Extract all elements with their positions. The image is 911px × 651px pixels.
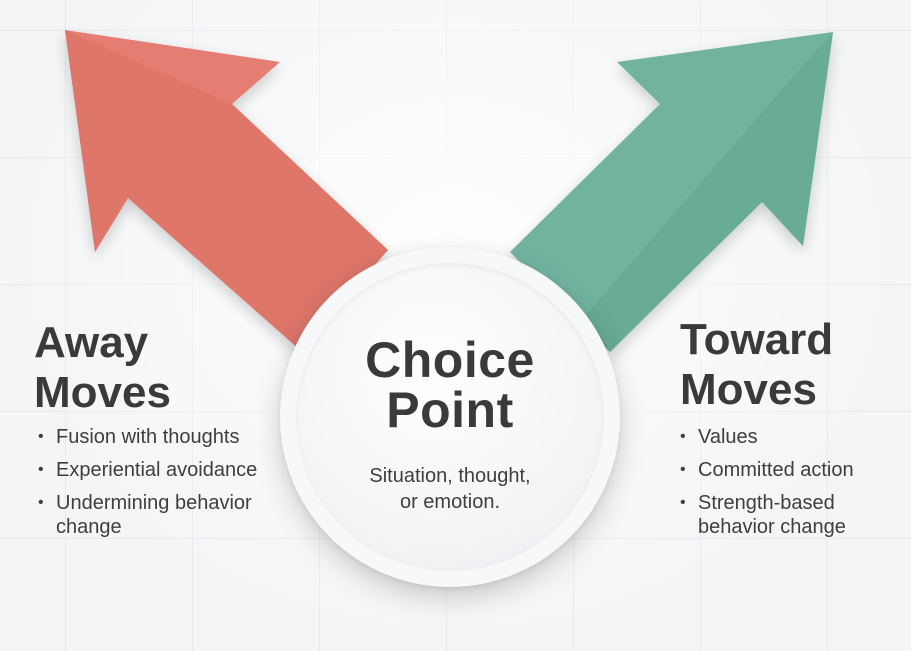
toward-title-line2: Moves (680, 365, 817, 414)
choice-title-line2: Point (386, 382, 514, 438)
away-moves-title: Away Moves (34, 318, 171, 418)
choice-point-title: Choice Point (296, 335, 604, 435)
away-title-line1: Away (34, 318, 149, 367)
choice-subtitle-line1: Situation, thought, (369, 465, 531, 487)
choice-point-inner: Choice Point Situation, thought, or emot… (296, 263, 604, 571)
away-title-line2: Moves (34, 368, 171, 417)
toward-title-line1: Toward (680, 315, 834, 364)
away-arrow-shade (65, 30, 388, 350)
toward-arrow-shade (580, 32, 833, 352)
toward-moves-title: Toward Moves (680, 315, 833, 415)
choice-point-circle: Choice Point Situation, thought, or emot… (280, 247, 620, 587)
toward-arrow (510, 32, 833, 352)
choice-title-line1: Choice (365, 332, 535, 388)
choice-subtitle-line2: or emotion. (399, 491, 501, 513)
away-item-undermining: Undermining behavior change (36, 491, 286, 539)
away-item-fusion: Fusion with thoughts (36, 425, 286, 449)
toward-arrow-body (510, 32, 833, 352)
choice-point-subtitle: Situation, thought, or emotion. (320, 463, 580, 515)
toward-item-values: Values (678, 425, 888, 449)
toward-moves-list: Values Committed action Strength-based b… (678, 425, 888, 548)
toward-item-strength-based: Strength-based behavior change (678, 491, 888, 539)
away-item-avoidance: Experiential avoidance (36, 458, 286, 482)
toward-item-committed-action: Committed action (678, 458, 888, 482)
away-moves-list: Fusion with thoughts Experiential avoida… (36, 425, 286, 548)
away-arrow (65, 30, 388, 350)
